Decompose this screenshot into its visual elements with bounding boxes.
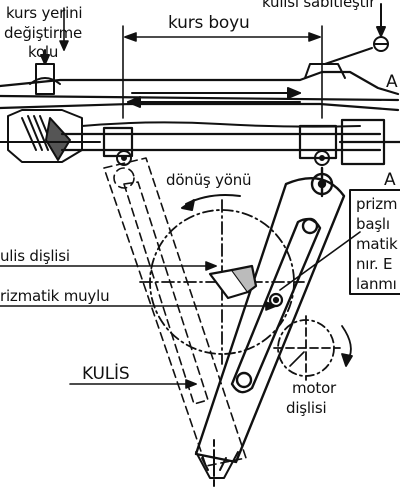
- label-right-note-5: lanmı: [356, 275, 397, 293]
- prismatic-block: [208, 264, 284, 308]
- label-a-right: A: [384, 170, 396, 190]
- label-kurs-boyu: kurs boyu: [168, 13, 250, 33]
- label-degistirme: değiştirme: [4, 24, 83, 42]
- ram-pins: [116, 150, 330, 166]
- label-right-note-1: prizm: [356, 195, 398, 213]
- label-kulis-dislisi: ulis dişlisi: [0, 247, 70, 265]
- stroke-position-lever: [29, 49, 61, 95]
- label-kulisi-sabitlestir: kulisi sabitleştir: [262, 0, 376, 11]
- top-left-label-box: [59, 7, 69, 51]
- label-kolu: kolu: [28, 43, 59, 61]
- stroke-lock-lever: [304, 3, 389, 79]
- label-donus-yonu: dönüş yönü: [166, 171, 252, 189]
- stroke-length-dimension: [122, 25, 323, 119]
- label-kulis: KULİS: [82, 364, 130, 384]
- bevel-gear-housing: [0, 109, 101, 163]
- label-right-note-3: matik: [356, 235, 398, 253]
- leader-lines: [0, 231, 361, 389]
- slotted-arm: [194, 166, 346, 464]
- label-motor: motor: [292, 379, 337, 397]
- label-a-top: A: [386, 72, 398, 92]
- motor-pinion: [273, 315, 353, 381]
- label-right-note-2: başlı: [356, 215, 390, 233]
- arm-pivot: [195, 439, 239, 489]
- slotted-arm-ghost: [103, 157, 247, 467]
- label-prizmatik-muylu: rizmatik muylu: [0, 287, 110, 305]
- label-right-note-4: nır. E: [356, 255, 393, 273]
- rotation-direction-arrow: [181, 194, 241, 211]
- ram-top-outline: [0, 70, 400, 112]
- right-callout-box: [349, 189, 400, 295]
- label-kurs-yerini: kurs yerini: [6, 4, 83, 22]
- lead-screw: [60, 118, 400, 166]
- label-dislisi: dişlisi: [286, 399, 327, 417]
- ram-motion-arrows: [127, 87, 301, 108]
